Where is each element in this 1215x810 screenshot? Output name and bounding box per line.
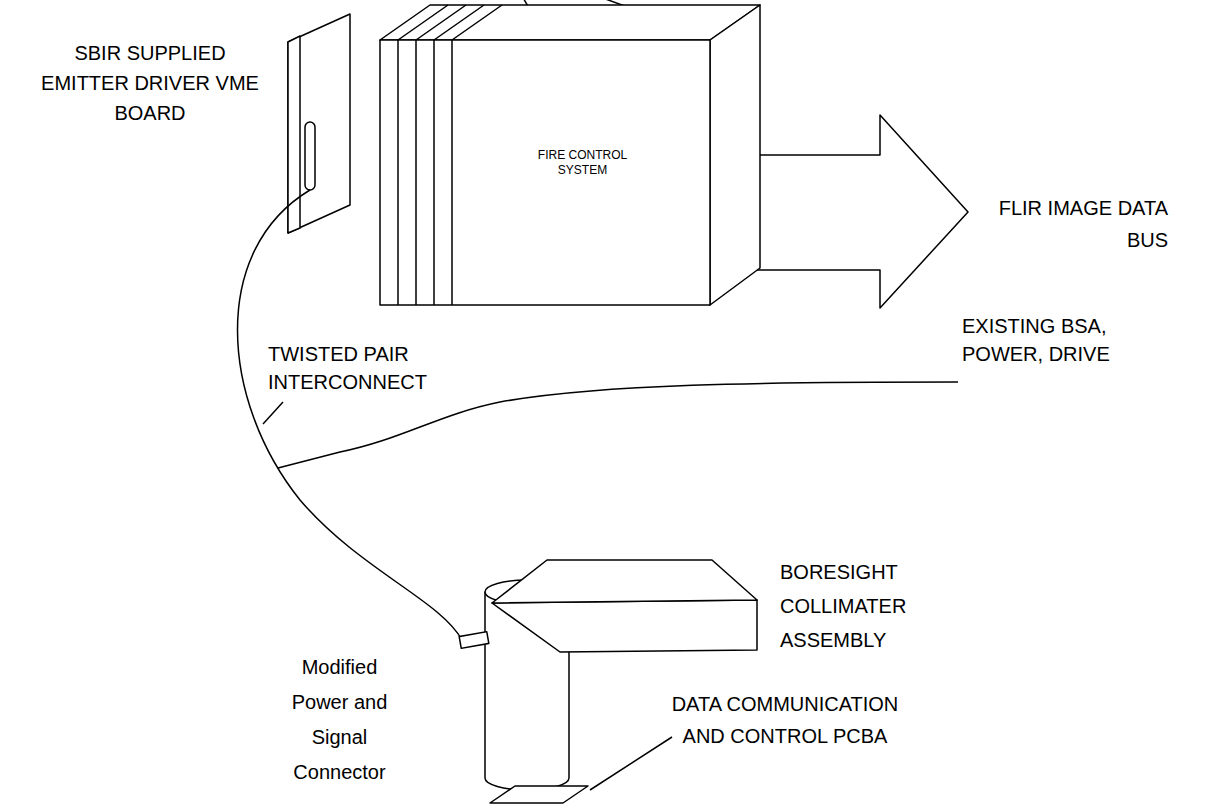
part-label: Modified Power and Signal Connector	[282, 650, 397, 790]
vme-board	[288, 14, 350, 233]
rack-top	[380, 5, 760, 40]
part-label: DATA COMMUNICATION AND CONTROL PCBA	[660, 688, 910, 752]
rack-front	[380, 40, 710, 305]
part-label: FLIR IMAGE DATA BUS	[978, 192, 1168, 256]
rack-side	[710, 5, 760, 305]
part-label: BORESIGHT COLLIMATER ASSEMBLY	[780, 555, 920, 657]
connector	[459, 632, 489, 649]
leader-line	[590, 737, 672, 790]
pcba-board	[490, 786, 588, 803]
existing-cable	[278, 382, 958, 468]
rack-cards	[398, 5, 502, 305]
system-box: FIRE CONTROL SYSTEM	[455, 40, 710, 305]
part-label: EXISTING BSA, POWER, DRIVE	[962, 312, 1142, 368]
twisted-pair-wire	[238, 190, 463, 640]
vme-board-panel	[288, 36, 300, 233]
leader-line	[263, 402, 283, 424]
prism-top	[492, 560, 757, 603]
part-label: SBIR SUPPLIED EMITTER DRIVER VME BOARD	[34, 38, 266, 128]
box-label: FIRE CONTROL SYSTEM	[533, 148, 633, 178]
prism-front	[492, 600, 757, 652]
board-slot	[305, 122, 315, 190]
part-label: TWISTED PAIR INTERCONNECT	[268, 340, 438, 396]
